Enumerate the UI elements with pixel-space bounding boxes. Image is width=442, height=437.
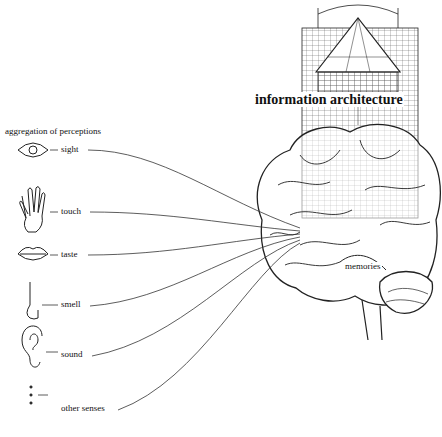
- part-label: memories: [344, 262, 382, 272]
- sense-label: touch: [60, 207, 82, 217]
- sense-lines: [38, 150, 300, 410]
- sense-label: smell: [60, 300, 82, 310]
- sense-label: sight: [60, 145, 80, 155]
- sense-label: other senses: [60, 404, 106, 414]
- diagram-title: information architecture: [254, 92, 404, 107]
- brain: [257, 124, 440, 340]
- sense-label: sound: [60, 350, 84, 360]
- group-heading: aggregation of perceptions: [4, 127, 102, 137]
- sense-icons: [18, 143, 48, 404]
- sense-label: taste: [60, 250, 79, 260]
